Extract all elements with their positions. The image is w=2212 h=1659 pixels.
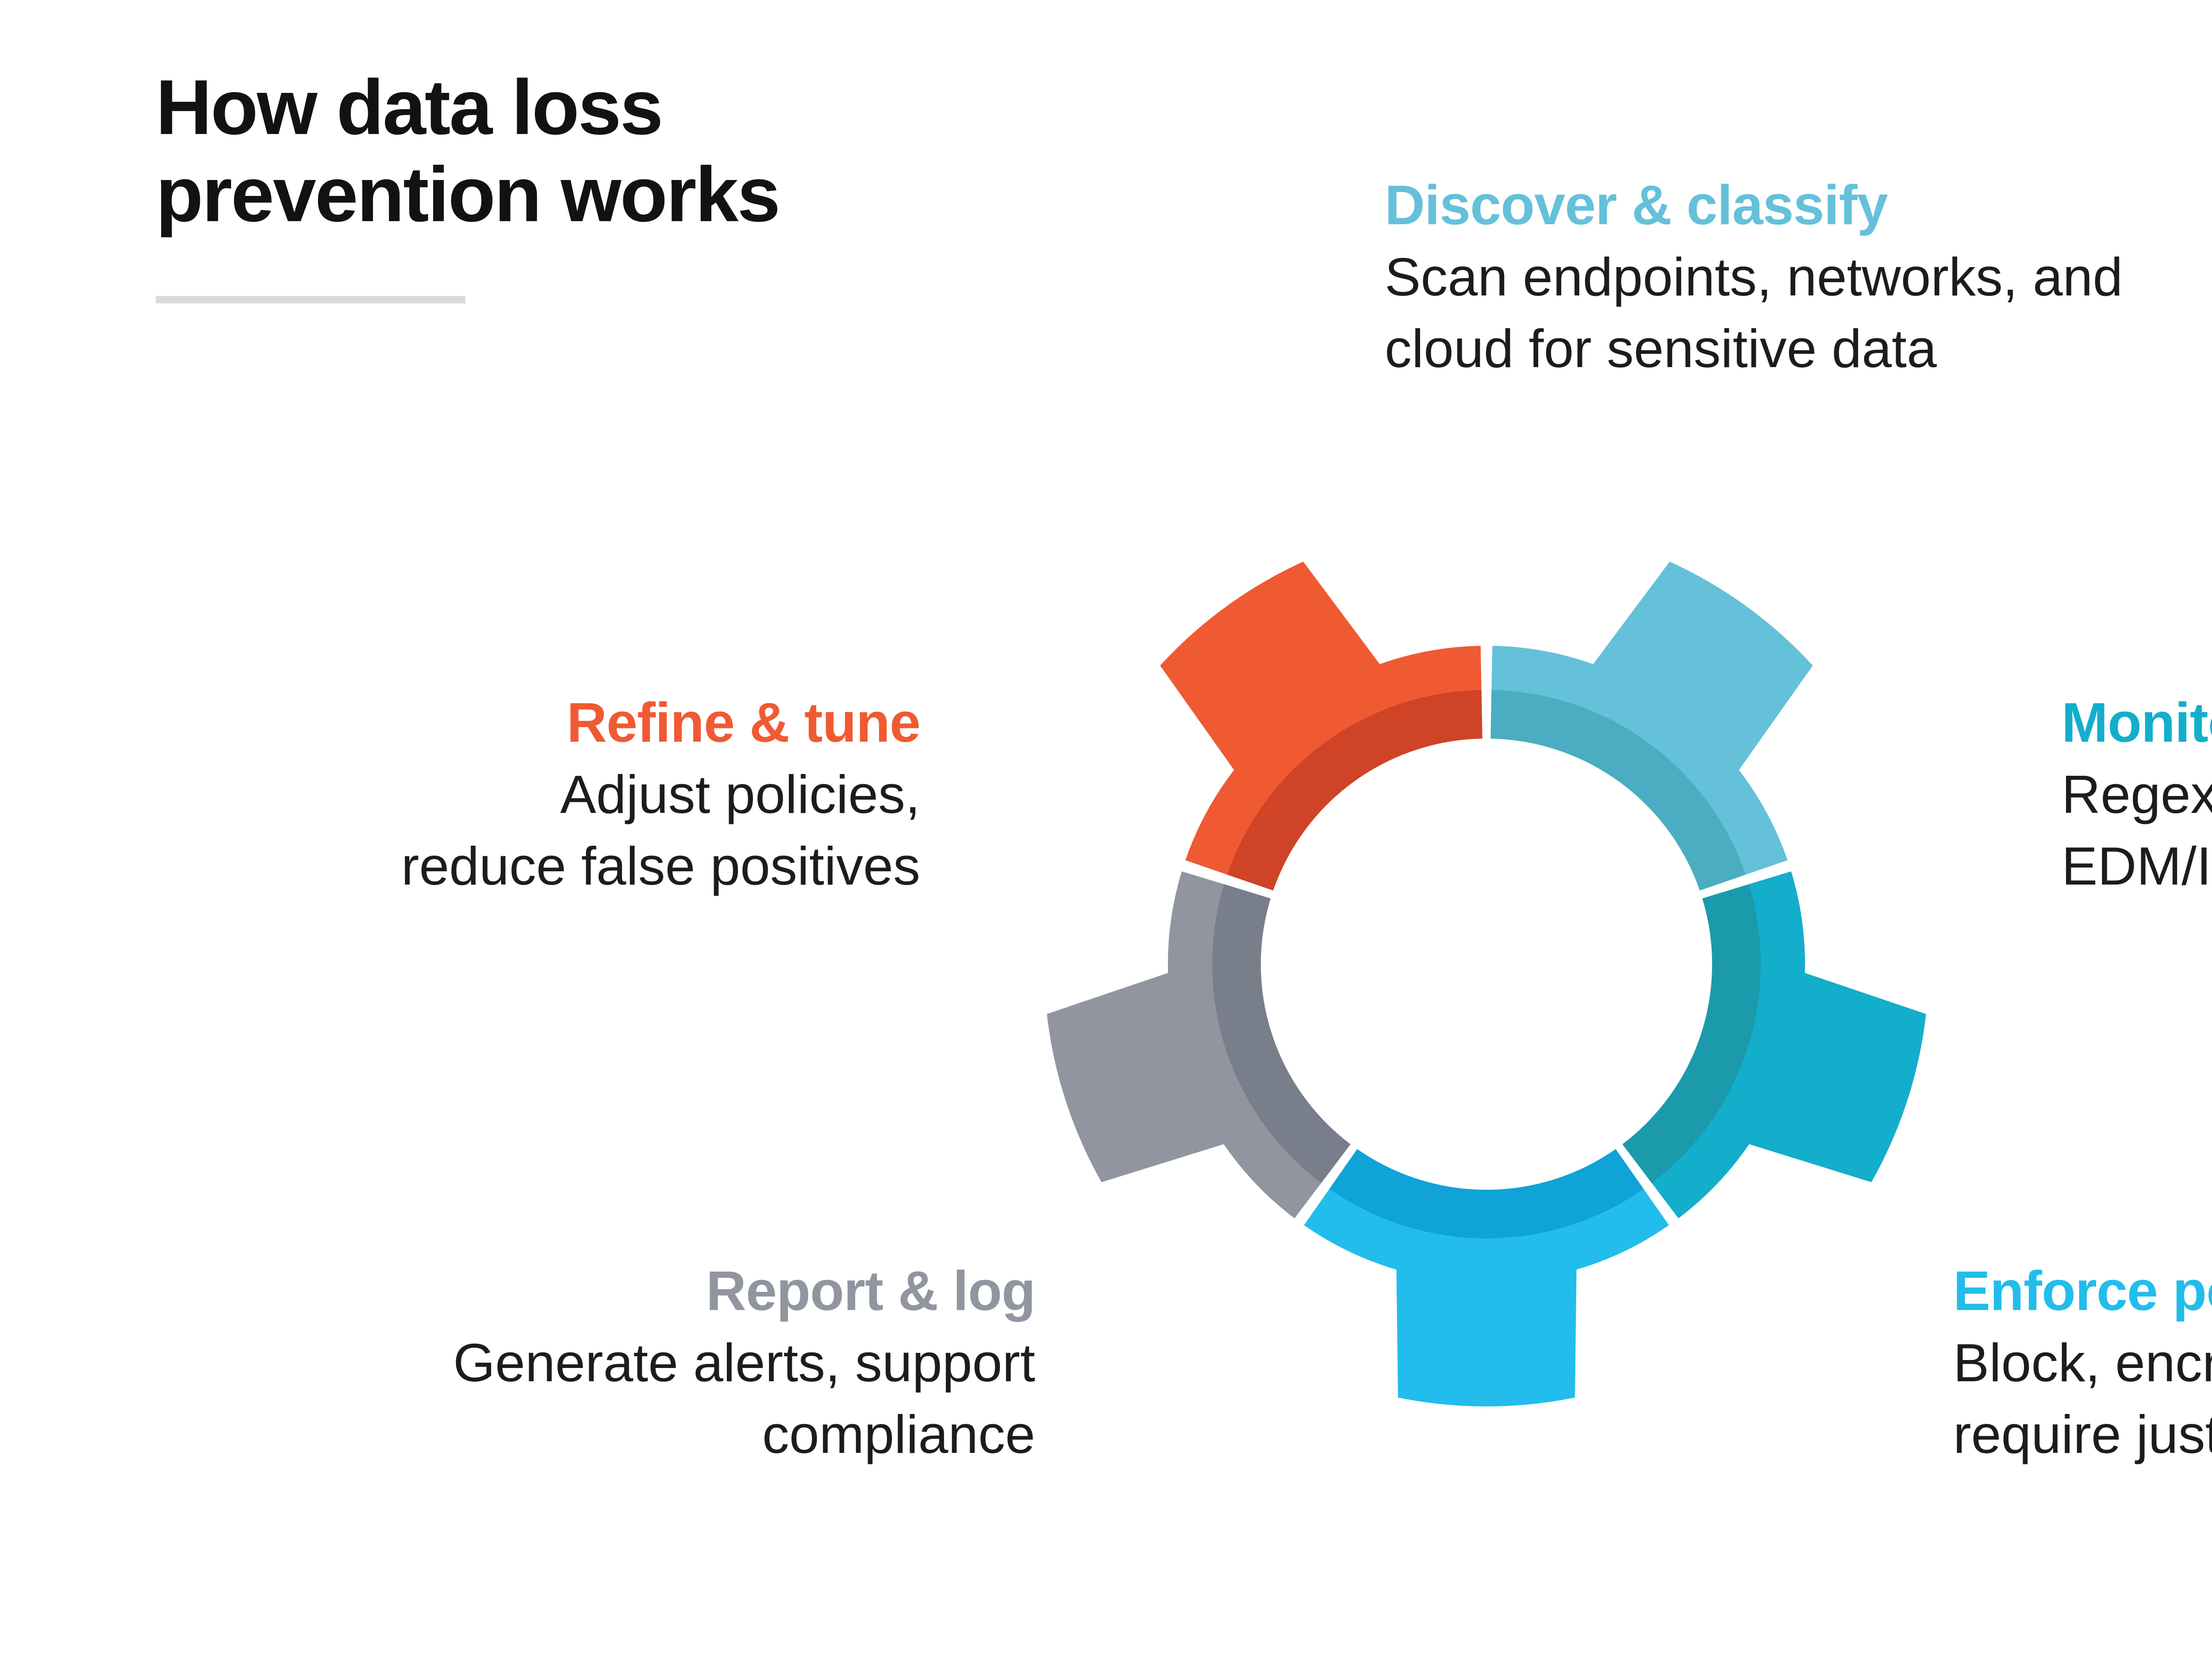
gear-segment-inner-band-report (1212, 884, 1351, 1183)
gear-segment-discover[interactable] (1490, 561, 1813, 891)
gear-segment-inner-band-enforce (1329, 1149, 1644, 1238)
title-block: How data loss prevention works (156, 64, 1085, 304)
callout-discover-classify: Discover & classify Scan endpoints, netw… (1385, 172, 2212, 384)
callout-monitor-inspect: Monitor & inspect Regex, checksums, EDM/… (2062, 690, 2212, 902)
callout-desc-monitor: Regex, checksums, EDM/IDM, OCR, ML (2062, 764, 2212, 896)
gear-segment-inner-band-refine (1227, 690, 1482, 891)
gear-segment-inner-band-monitor (1622, 884, 1761, 1183)
title-divider-rule (156, 296, 465, 304)
gear-segments-group (1047, 561, 1926, 1407)
callout-title-discover: Discover & classify (1385, 174, 1888, 236)
callout-refine-tune: Refine & tune Adjust policies, reduce fa… (239, 690, 921, 902)
gear-segment-inner-band-discover (1490, 690, 1746, 891)
page-title: How data loss prevention works (156, 64, 780, 238)
callout-title-monitor: Monitor & inspect (2062, 691, 2212, 754)
callout-title-refine: Refine & tune (566, 691, 921, 754)
callout-desc-report: Generate alerts, support compliance (453, 1332, 1035, 1464)
dlp-cycle-gear-diagram (964, 442, 2008, 1486)
gear-segment-refine[interactable] (1160, 561, 1482, 891)
callout-desc-discover: Scan endpoints, networks, and cloud for … (1385, 246, 2123, 379)
callout-enforce-policy: Enforce policy Block, encrypt, quarantin… (1953, 1258, 2212, 1470)
gear-svg (1047, 561, 1926, 1407)
callout-report-log: Report & log Generate alerts, support co… (274, 1258, 1036, 1470)
gear-center-hole (1261, 739, 1712, 1190)
callout-desc-refine: Adjust policies, reduce false positives (401, 764, 920, 896)
callout-title-report: Report & log (706, 1260, 1036, 1322)
callout-title-enforce: Enforce policy (1953, 1260, 2212, 1322)
callout-desc-enforce: Block, encrypt, quarantine, require just… (1953, 1332, 2212, 1464)
